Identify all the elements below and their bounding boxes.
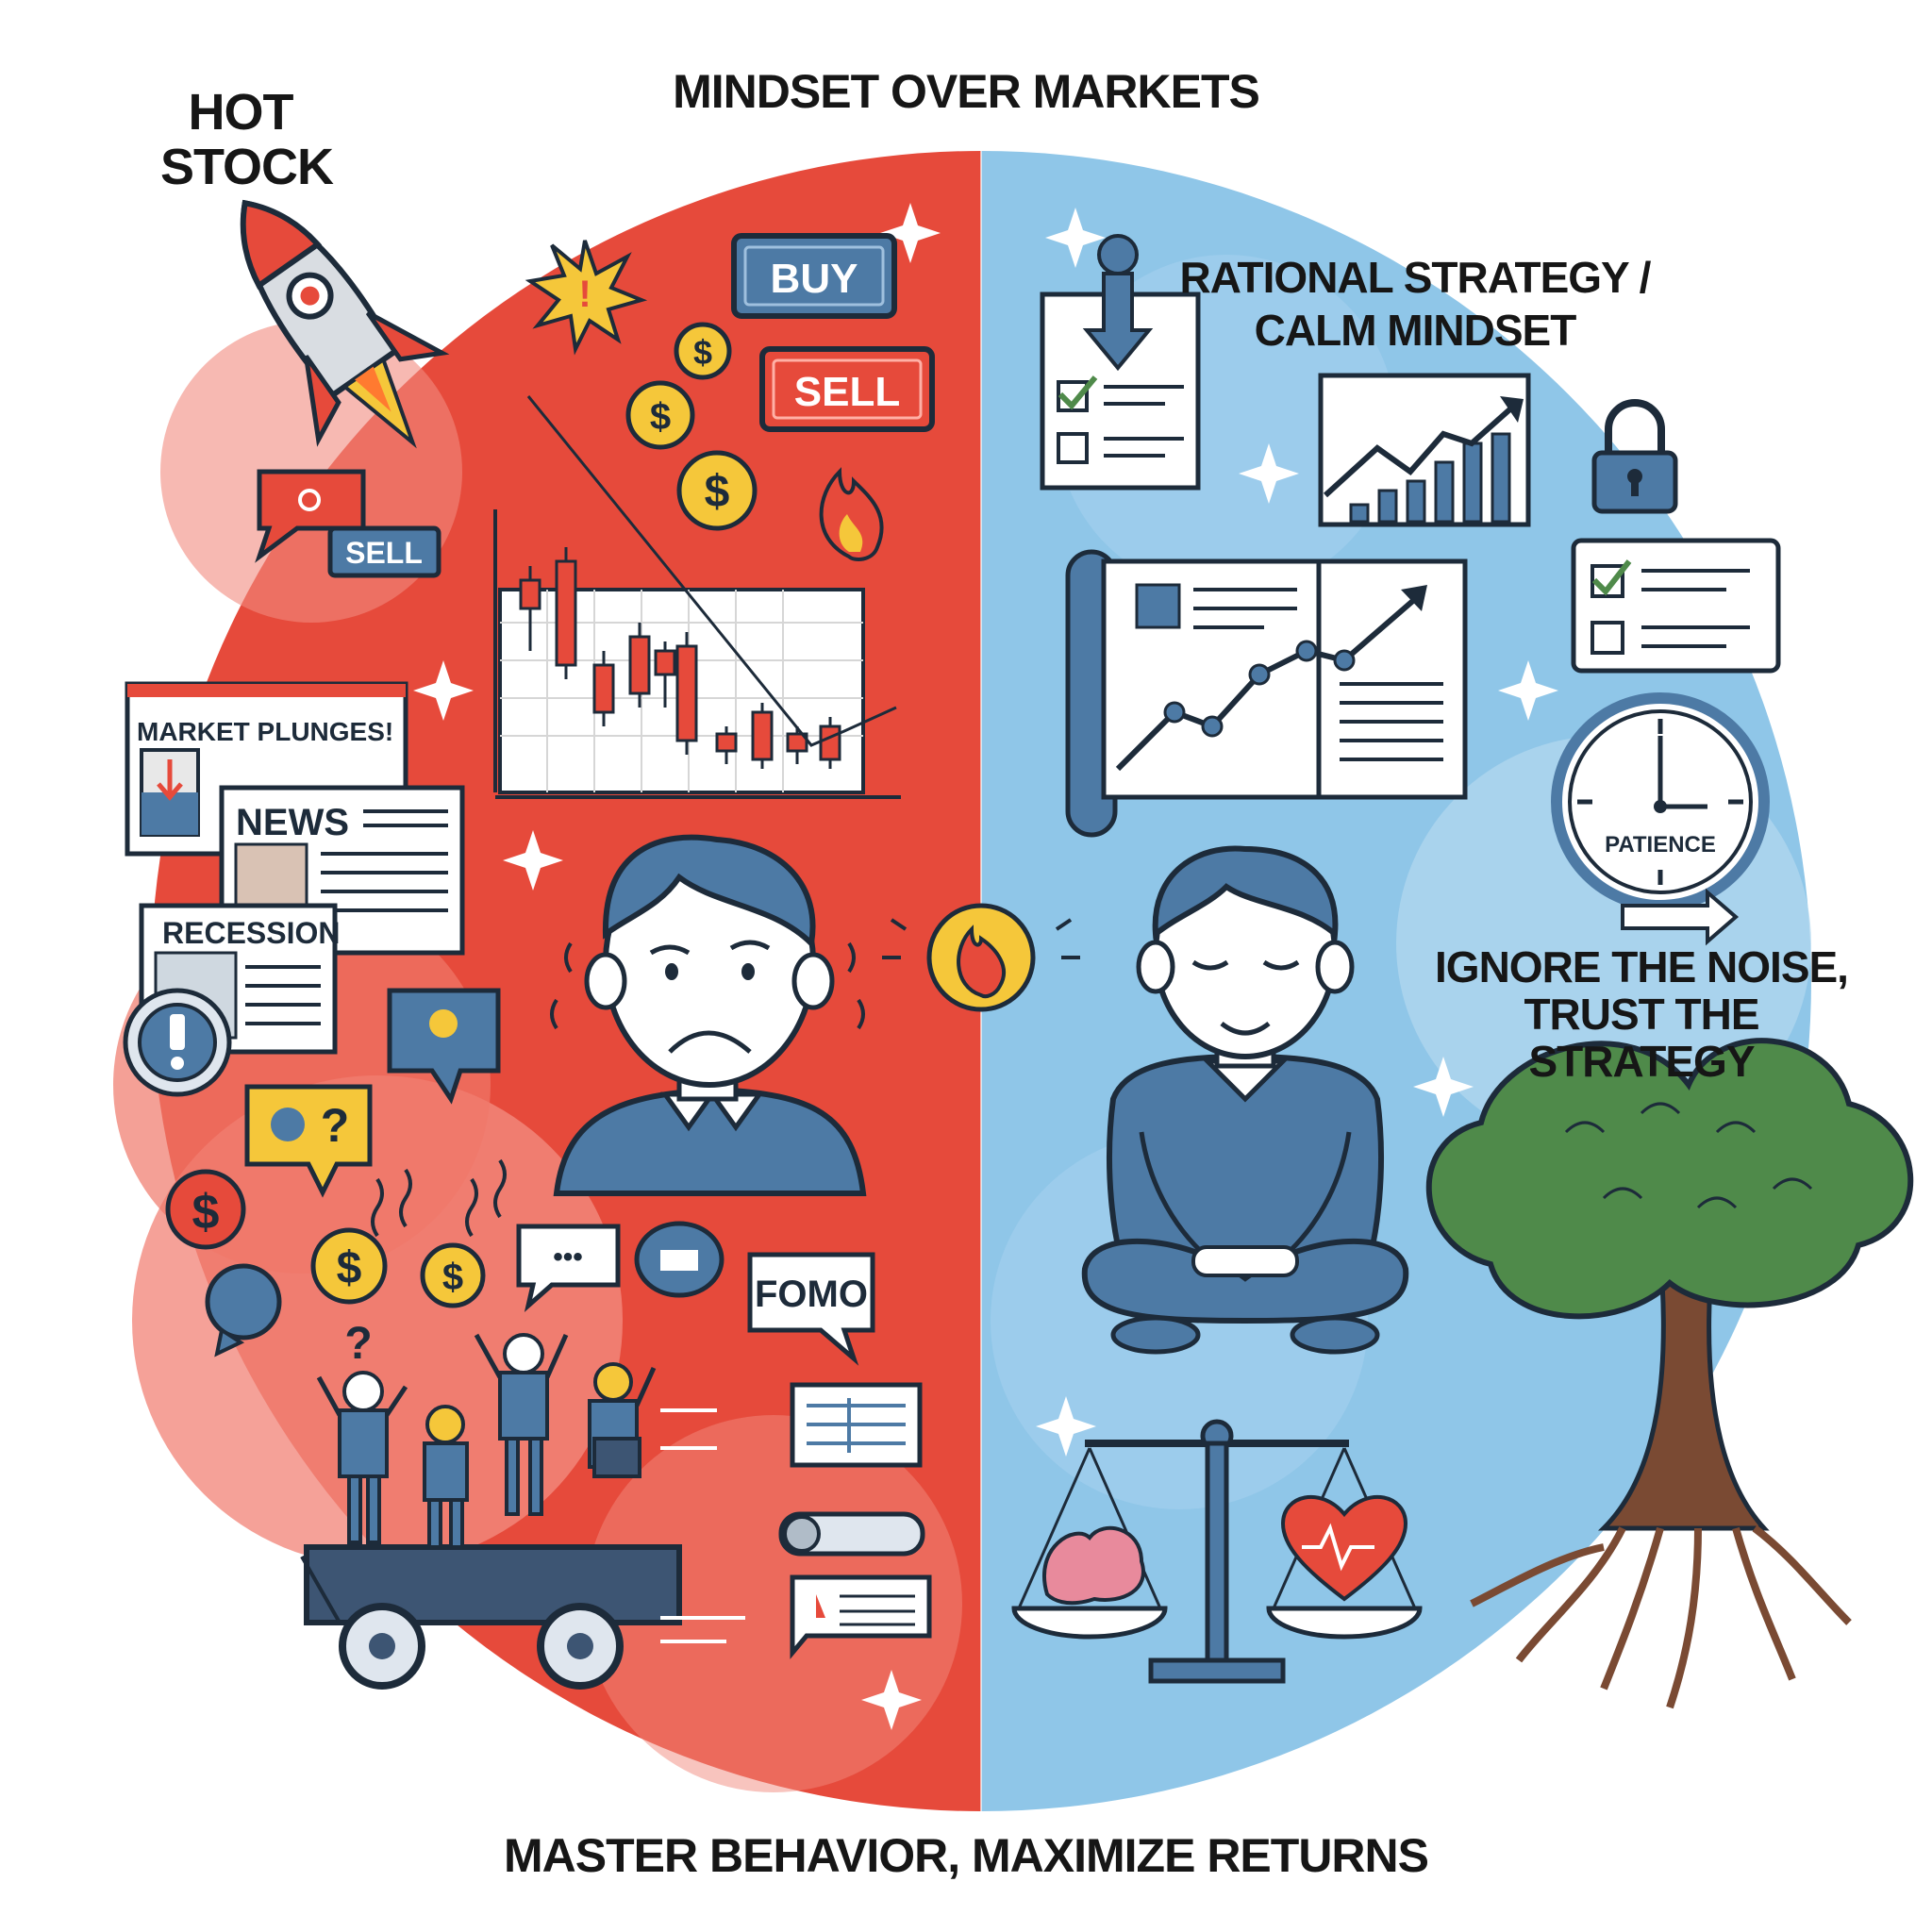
user-speech-bubble-icon [387,988,501,1105]
rational-strategy-caption: RATIONAL STRATEGY / CALM MINDSET [1179,253,1652,355]
message-card [790,1574,932,1659]
badge-dollar: $ [192,1185,220,1240]
alert-exclamation: ! [578,274,591,315]
sell-label-large: SELL [794,369,900,415]
fomo-crowd-truck: ? [300,1319,745,1690]
checklist-card-right [1571,538,1781,674]
buy-button: BUY [731,233,897,319]
sparkles [413,203,1558,1730]
growth-bar-chart [1318,373,1531,527]
buy-label: BUY [771,256,858,302]
warning-badge-icon [123,988,232,1097]
slider-tool-icon [778,1511,925,1557]
anxiety-squiggles [371,1158,507,1238]
user-chat-bubble-icon [205,1263,282,1357]
tree-icon [1425,1038,1914,1709]
balance-scale-icon [1011,1419,1423,1684]
calm-investor-meditating [1081,845,1409,1355]
book-chat-bubble-icon [634,1221,724,1298]
chat-chart-card [790,1382,923,1468]
candlestick-chart [493,395,901,799]
fomo-speech-bubble: FOMO [747,1252,875,1366]
footer-caption: MASTER BEHAVIOR, MAXIMIZE RETURNS [504,1829,1429,1882]
sell-button-small: SELL [327,525,441,578]
anxious-investor [550,834,867,1196]
patience-clock-icon: PATIENCE [1551,692,1770,946]
fomo-label: FOMO [755,1274,868,1315]
coin-dollar: $ [693,333,712,372]
dollar-badge-icon: $ [165,1169,246,1250]
strategy-book [1065,549,1468,838]
sell-button-large: SELL [759,346,935,432]
alert-speech-bubble [255,469,366,563]
headline-news: NEWS [236,802,349,843]
coin-icons-bottom: $ $ [310,1227,486,1308]
coin-icons-top: $ $ $ [625,322,758,531]
coin-dollar: $ [337,1243,362,1293]
rocket-icon [240,199,450,449]
question-mark: ? [321,1099,350,1152]
page-title: MINDSET OVER MARKETS [673,65,1260,118]
headline-recession: RECESSION [162,916,340,950]
coin-dollar: $ [650,396,671,438]
question-speech-bubble: ? [244,1084,373,1198]
hot-stock-label: HOT STOCK [160,84,334,195]
ellipsis-speech-bubble: ••• [516,1224,621,1312]
sell-label-small: SELL [345,536,423,570]
lock-icon [1591,399,1678,514]
coin-dollar: $ [442,1257,463,1298]
crowd-question-mark: ? [344,1319,372,1369]
ignore-noise-caption: IGNORE THE NOISE, TRUST THE STRATEGY [1435,942,1849,1086]
alert-burst-icon: ! [525,240,648,356]
checklist-clipboard-top [1040,234,1201,491]
headline-market-plunges: MARKET PLUNGES! [137,717,393,746]
coin-dollar: $ [705,467,730,517]
fire-coin-icon [882,903,1080,1012]
flame-icon [819,467,884,561]
ellipsis-text: ••• [553,1241,583,1273]
patience-label: PATIENCE [1605,832,1716,858]
